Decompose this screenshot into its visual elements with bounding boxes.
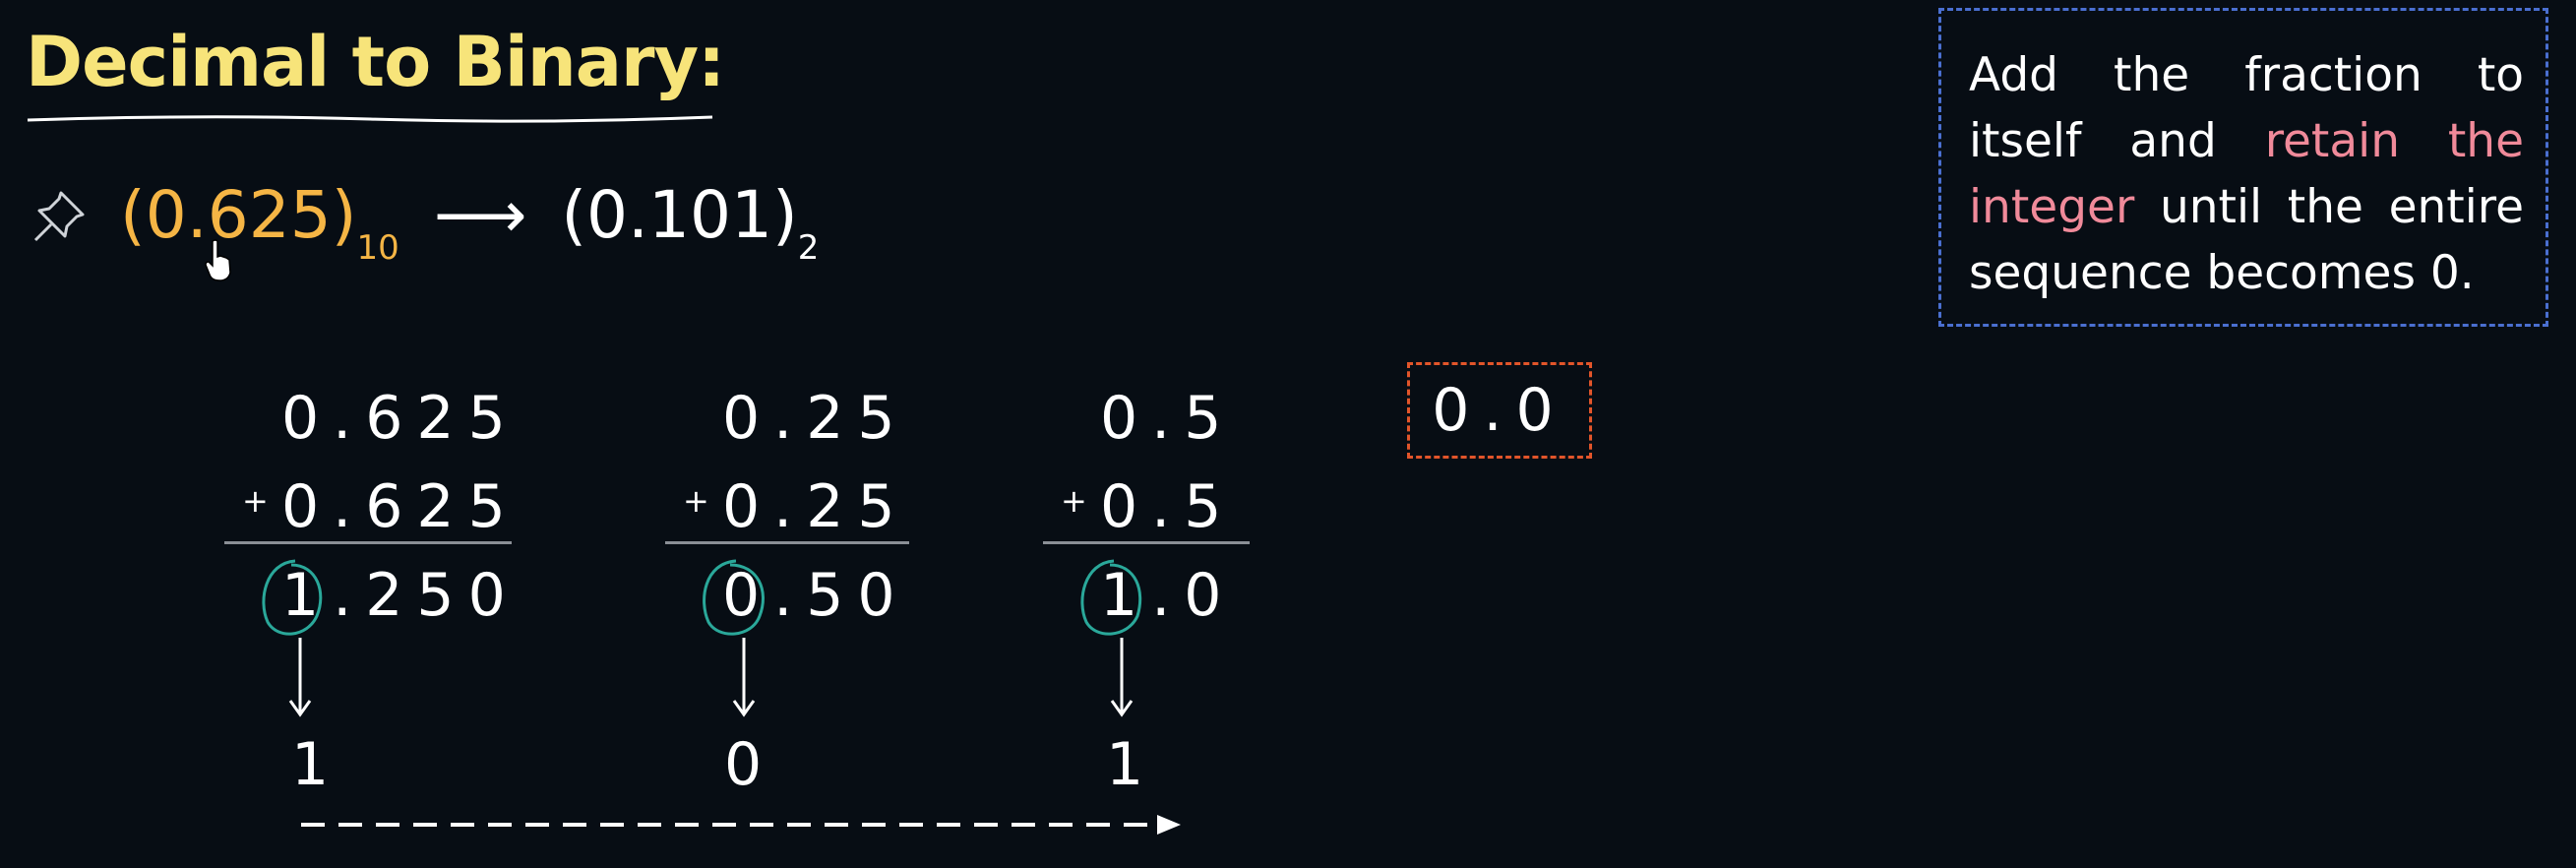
step2-result: 0.50	[722, 561, 909, 630]
step3-circle	[1080, 559, 1142, 636]
note-text: Add the fraction to itself and retain th…	[1969, 42, 2524, 306]
instruction-note: Add the fraction to itself and retain th…	[1938, 8, 2548, 327]
step2-down-arrow	[732, 638, 756, 717]
step1-sum-line	[224, 541, 512, 544]
final-value-box: 0.0	[1407, 362, 1592, 459]
step1-result-frac: .250	[333, 561, 520, 630]
step1-top: 0.625	[281, 384, 520, 453]
step2-addend: 0.25	[722, 472, 909, 541]
step1-result: 1.250	[281, 561, 520, 630]
hand-cursor-icon	[205, 239, 231, 281]
pin-icon	[33, 191, 85, 242]
step2-sum-line	[665, 541, 909, 544]
step3-top: 0.5	[1100, 384, 1236, 453]
note-text-part1: Add the fraction to itself and	[1969, 48, 2524, 168]
note-highlight: retain the integer	[1969, 114, 2525, 234]
step3-bit: 1	[1106, 730, 1144, 799]
note-text-part2: until the entire sequence becomes 0.	[1969, 180, 2524, 300]
step2-plus: +	[683, 482, 709, 520]
step1-addend: 0.625	[281, 472, 520, 541]
title-underline	[27, 115, 713, 123]
step3-sum-line	[1043, 541, 1250, 544]
step2-top: 0.25	[722, 384, 909, 453]
reading-direction-arrow	[301, 815, 1181, 835]
conversion-arrow: ⟶	[433, 177, 527, 253]
page-title: Decimal to Binary:	[26, 22, 725, 102]
binary-value: (0.101)	[561, 177, 798, 253]
step3-down-arrow	[1110, 638, 1134, 717]
decimal-value: (0.625)	[120, 177, 357, 253]
step3-addend: 0.5	[1100, 472, 1236, 541]
conversion-line: (0.625)10 ⟶ (0.101)2	[120, 177, 819, 268]
binary-base: 2	[797, 228, 820, 268]
step1-circle	[262, 559, 323, 636]
step2-circle	[703, 559, 765, 636]
step3-result: 1.0	[1100, 561, 1235, 630]
decimal-base: 10	[356, 228, 399, 268]
step1-bit: 1	[291, 730, 330, 799]
step3-result-frac: .0	[1151, 561, 1236, 630]
step1-plus: +	[242, 482, 269, 520]
step2-bit: 0	[724, 730, 763, 799]
step1-down-arrow	[288, 638, 312, 717]
step2-result-frac: .50	[773, 561, 909, 630]
step3-plus: +	[1061, 482, 1087, 520]
